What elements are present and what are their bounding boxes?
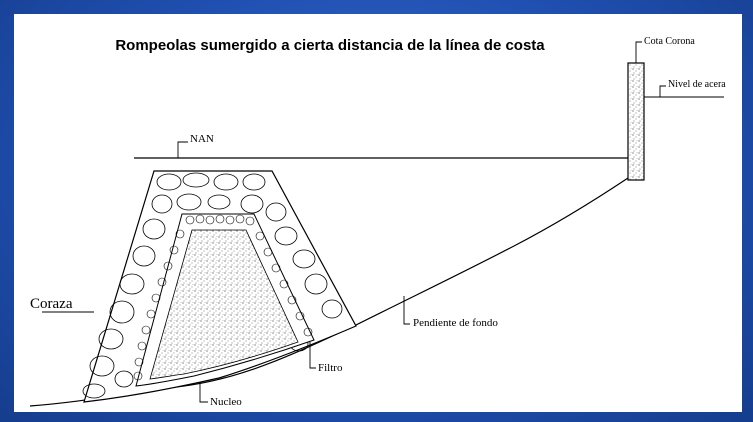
wall-column — [627, 62, 645, 181]
nivel-acera-leader — [659, 85, 666, 97]
core-layer — [149, 229, 299, 380]
pendiente-label: Pendiente de fondo — [413, 317, 498, 329]
filtro-leader — [309, 342, 316, 369]
nucleo-leader — [199, 382, 208, 403]
filtro-label: Filtro — [318, 362, 343, 374]
coraza-label: Coraza — [30, 296, 73, 312]
diagram-title: Rompeolas sumergido a cierta distancia d… — [115, 37, 545, 54]
nivel-acera-label: Nivel de acera — [668, 79, 726, 90]
cota-corona-label: Cota Corona — [644, 36, 695, 47]
nan-label: NAN — [190, 133, 214, 145]
cota-corona-leader — [635, 41, 642, 63]
nucleo-label: Nucleo — [210, 396, 242, 408]
breakwater-diagram — [29, 41, 724, 407]
nan-leader — [177, 141, 188, 158]
pendiente-leader — [403, 296, 410, 325]
